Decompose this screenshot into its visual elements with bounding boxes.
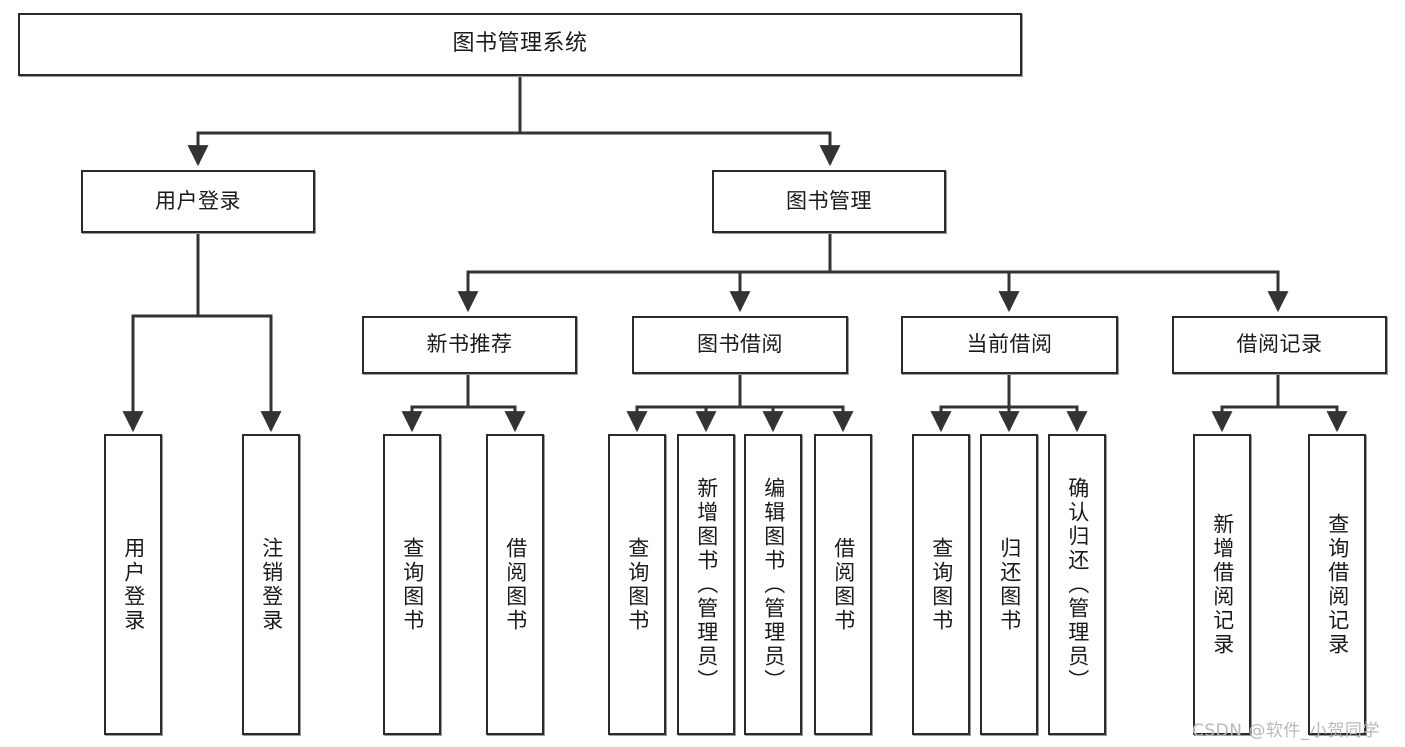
node-book-management[interactable]: 图书管理: [712, 170, 946, 233]
node-leaf-query-book-recommend[interactable]: 查询图书: [383, 434, 441, 735]
node-current-borrow[interactable]: 当前借阅: [901, 316, 1118, 374]
node-leaf-return-book[interactable]: 归还图书: [980, 434, 1038, 735]
node-leaf-add-book-admin[interactable]: 新增图书（管理员）: [677, 434, 735, 735]
node-leaf-query-book-recommend-label: 查询图书: [400, 536, 425, 633]
node-leaf-query-book[interactable]: 查询图书: [608, 434, 666, 735]
node-leaf-borrow-book[interactable]: 借阅图书: [814, 434, 872, 735]
node-leaf-confirm-return-admin[interactable]: 确认归还（管理员）: [1048, 434, 1106, 735]
node-borrow-record-label: 借阅记录: [1236, 332, 1323, 357]
node-book-borrow-label: 图书借阅: [697, 332, 783, 357]
node-new-book-recommend-label: 新书推荐: [426, 332, 513, 357]
node-leaf-query-borrow-record-label: 查询借阅记录: [1325, 512, 1350, 657]
node-leaf-query-book-label: 查询图书: [625, 536, 650, 633]
node-book-borrow[interactable]: 图书借阅: [632, 316, 848, 374]
node-user-login-label: 用户登录: [155, 188, 241, 213]
node-new-book-recommend[interactable]: 新书推荐: [362, 316, 577, 374]
node-user-login[interactable]: 用户登录: [81, 170, 315, 233]
node-root-book-management-system[interactable]: 图书管理系统: [18, 13, 1022, 76]
node-leaf-add-book-admin-label: 新增图书（管理员）: [694, 476, 719, 693]
node-leaf-user-login[interactable]: 用户登录: [104, 434, 162, 735]
node-book-management-label: 图书管理: [786, 188, 872, 213]
node-leaf-query-book-current[interactable]: 查询图书: [912, 434, 970, 735]
node-leaf-return-book-label: 归还图书: [997, 536, 1022, 633]
node-current-borrow-label: 当前借阅: [966, 332, 1053, 357]
node-leaf-borrow-book-recommend[interactable]: 借阅图书: [486, 434, 544, 735]
node-borrow-record[interactable]: 借阅记录: [1172, 316, 1387, 374]
node-root-label: 图书管理系统: [452, 31, 588, 57]
node-leaf-edit-book-admin[interactable]: 编辑图书（管理员）: [744, 434, 802, 735]
node-leaf-add-borrow-record-label: 新增借阅记录: [1210, 512, 1235, 657]
node-leaf-edit-book-admin-label: 编辑图书（管理员）: [761, 476, 786, 693]
node-leaf-borrow-book-recommend-label: 借阅图书: [503, 536, 528, 633]
node-leaf-logout-label: 注销登录: [259, 536, 284, 633]
node-leaf-query-book-current-label: 查询图书: [929, 536, 954, 633]
node-leaf-confirm-return-admin-label: 确认归还（管理员）: [1065, 476, 1090, 693]
node-leaf-user-login-label: 用户登录: [121, 536, 146, 633]
node-leaf-add-borrow-record[interactable]: 新增借阅记录: [1193, 434, 1251, 735]
node-leaf-borrow-book-label: 借阅图书: [831, 536, 856, 633]
node-leaf-logout[interactable]: 注销登录: [242, 434, 300, 735]
watermark-text: CSDN @软件_小贺同学: [1192, 721, 1380, 741]
node-leaf-query-borrow-record[interactable]: 查询借阅记录: [1308, 434, 1366, 735]
